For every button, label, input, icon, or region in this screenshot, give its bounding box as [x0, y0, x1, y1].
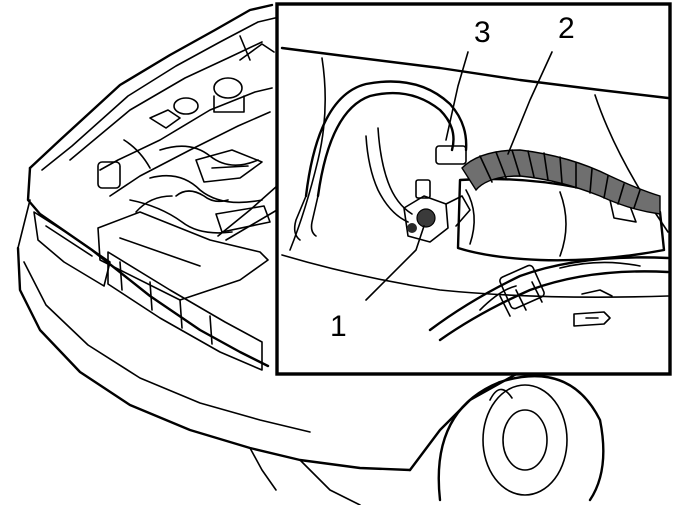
- callout-1: 1: [330, 310, 347, 343]
- callout-2: 2: [558, 12, 575, 45]
- callout-3: 3: [474, 16, 491, 49]
- front-wheel: [437, 374, 605, 502]
- body-panel-edge: [280, 46, 670, 100]
- zoom-indicator: [217, 185, 278, 241]
- compressor-body: [456, 177, 666, 262]
- grille: [107, 251, 263, 371]
- radiator: [97, 211, 269, 301]
- leader-line-1: [365, 225, 425, 301]
- filler-cap: [173, 97, 199, 115]
- reservoir-cap: [97, 161, 121, 189]
- headlight-left: [33, 211, 111, 287]
- inset-detail: 1 2 3: [275, 2, 672, 376]
- engine-compartment: [97, 35, 275, 234]
- leader-line-2: [507, 51, 553, 155]
- clip-marker: [573, 289, 613, 327]
- car-body: [16, 3, 612, 505]
- fluid-cap: [213, 77, 243, 99]
- harness-connector: [499, 264, 545, 310]
- wiring-harness: [428, 256, 670, 342]
- leader-line-3: [445, 51, 469, 141]
- pipe-fitting: [435, 145, 467, 165]
- pressure-switch: [403, 179, 471, 243]
- front-bumper: [16, 246, 412, 472]
- corrugated-hose: [461, 149, 661, 215]
- refrigerant-pipe: [316, 91, 455, 198]
- open-hood: [28, 3, 274, 170]
